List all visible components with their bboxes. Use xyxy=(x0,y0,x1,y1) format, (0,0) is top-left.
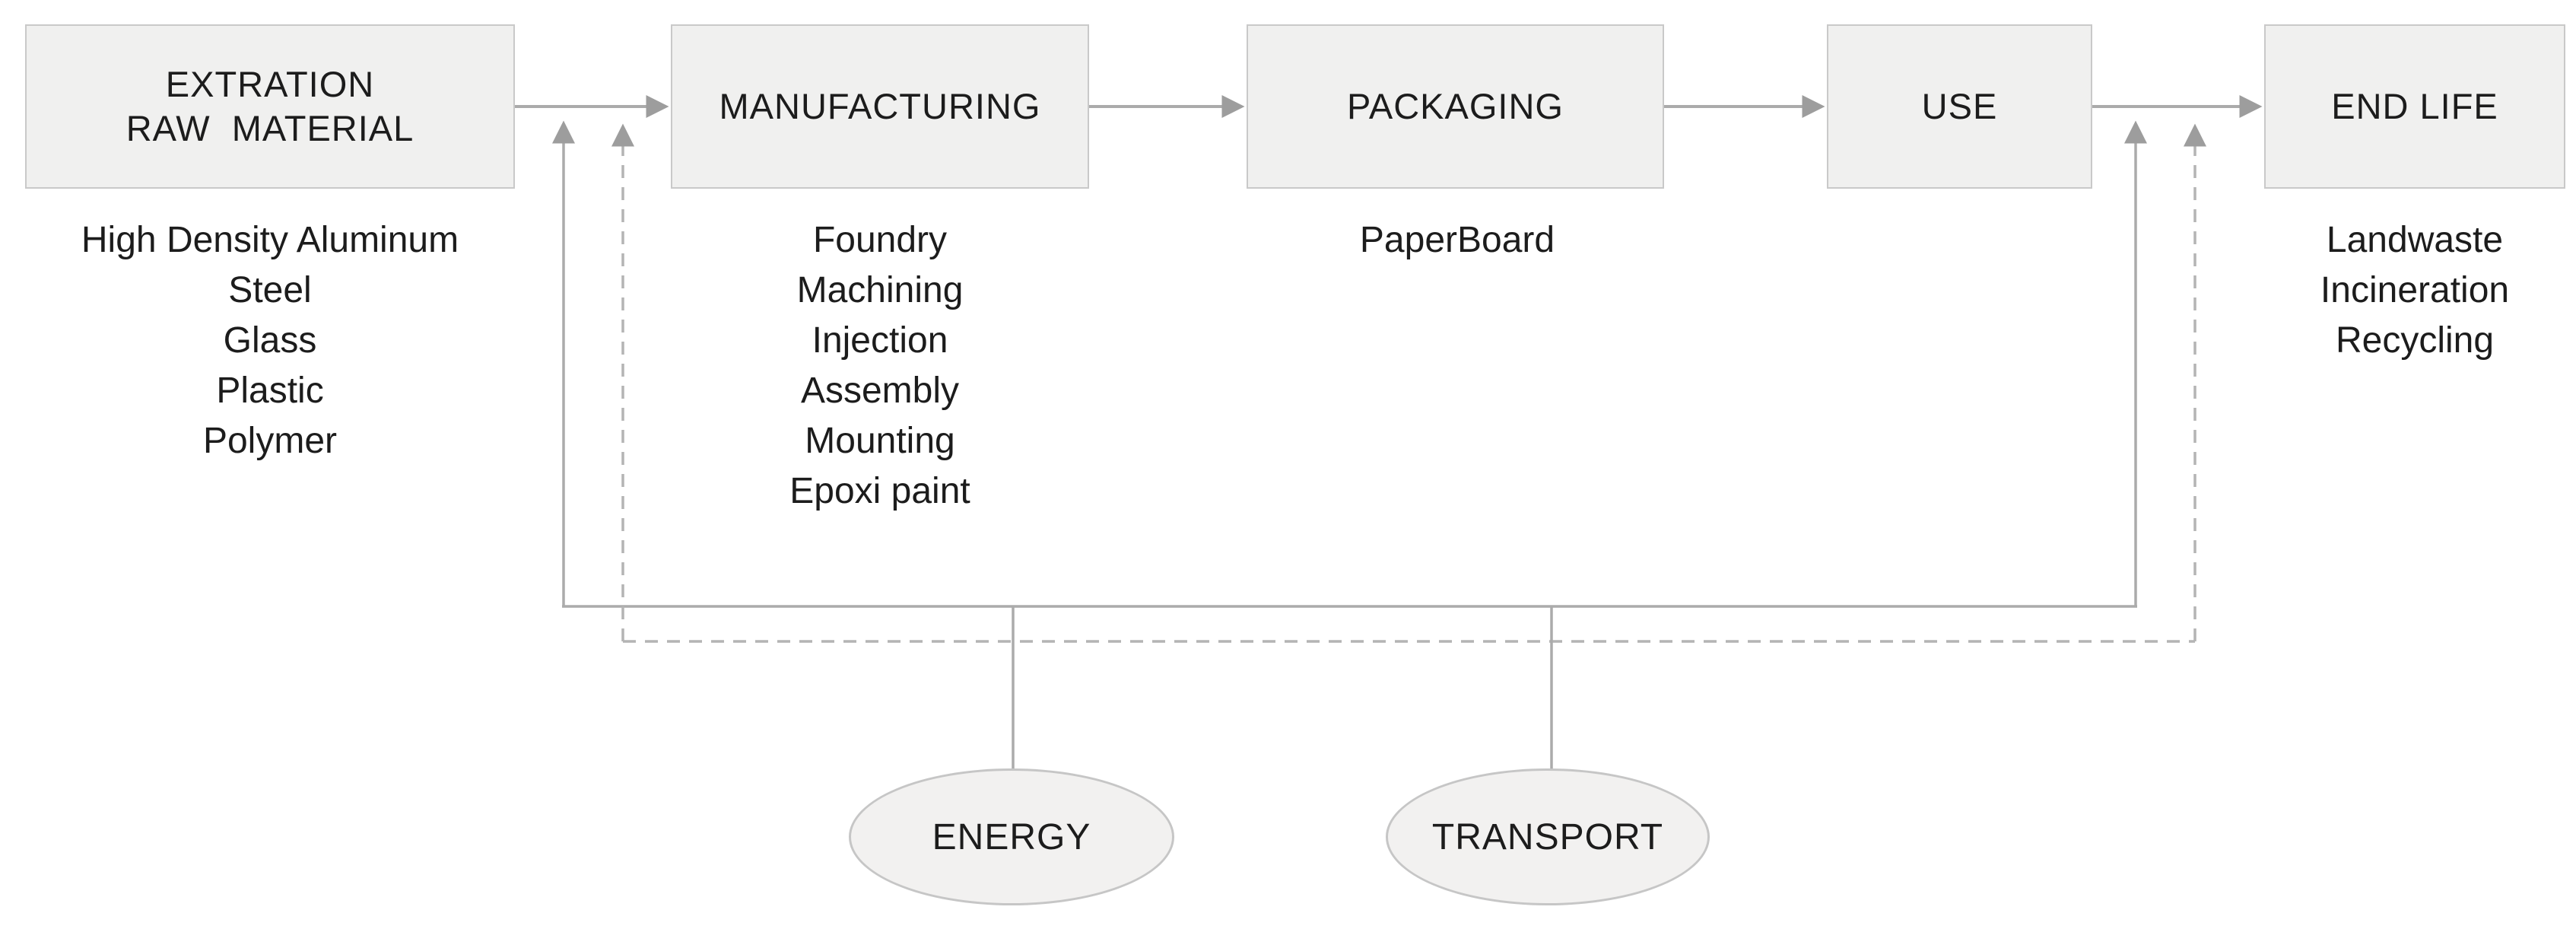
stage-box-endlife: END LIFE xyxy=(2264,24,2565,189)
list-item: Injection xyxy=(812,320,948,361)
stage-box-manufacturing: MANUFACTURING xyxy=(671,24,1089,189)
transport-label: TRANSPORT xyxy=(1431,816,1664,857)
stage-box-extraction: EXTRATION RAW MATERIAL xyxy=(25,24,515,189)
list-item: Landwaste xyxy=(2326,220,2504,260)
packaging-materials-list: PaperBoard xyxy=(1267,215,1647,266)
stage-box-packaging: PACKAGING xyxy=(1247,24,1664,189)
list-item: Steel xyxy=(228,270,312,310)
stage-title-packaging: PACKAGING xyxy=(1347,86,1564,126)
list-item: Mounting xyxy=(805,421,955,461)
list-item: Foundry xyxy=(812,220,948,260)
energy-ellipse: ENERGY xyxy=(849,768,1174,905)
stage-title-extraction-line2: RAW MATERIAL xyxy=(125,108,415,148)
list-item: Polymer xyxy=(202,421,338,461)
stage-box-use: USE xyxy=(1827,24,2092,189)
list-item: High Density Aluminum xyxy=(81,220,459,260)
energy-label: ENERGY xyxy=(932,816,1091,857)
list-item: Assembly xyxy=(800,371,960,411)
list-item: Plastic xyxy=(216,371,324,411)
stage-title-extraction-line1: EXTRATION xyxy=(165,64,375,104)
list-item: Machining xyxy=(796,270,964,310)
stage-title-manufacturing: MANUFACTURING xyxy=(719,86,1041,126)
list-item: Incineration xyxy=(2320,270,2510,310)
list-item: Glass xyxy=(223,320,317,361)
stage-title-use: USE xyxy=(1921,86,1998,126)
transport-ellipse: TRANSPORT xyxy=(1386,768,1710,905)
list-item: Epoxi paint xyxy=(789,471,970,511)
list-item: PaperBoard xyxy=(1359,220,1555,260)
list-item: Recycling xyxy=(2335,320,2495,361)
stage-title-endlife: END LIFE xyxy=(2331,86,2498,126)
